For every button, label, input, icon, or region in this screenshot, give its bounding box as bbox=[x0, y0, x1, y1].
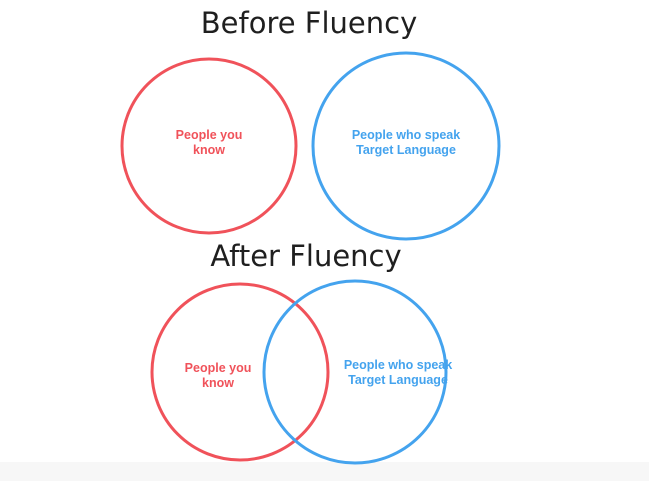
after-target-speakers-label-line1: People who speak bbox=[344, 358, 452, 372]
after-target-speakers-label-line2: Target Language bbox=[348, 373, 448, 387]
before-people-you-know-circle bbox=[120, 57, 298, 235]
before-target-speakers-label-line1: People who speak bbox=[352, 128, 460, 142]
before-people-you-know-label-line2: know bbox=[193, 143, 225, 157]
before-fluency-title: Before Fluency bbox=[201, 6, 417, 40]
after-people-you-know-circle bbox=[150, 282, 330, 462]
after-people-you-know-label-line1: People you bbox=[185, 361, 252, 375]
after-people-you-know-label-line2: know bbox=[202, 376, 234, 390]
after-fluency-title: After Fluency bbox=[210, 239, 401, 273]
bottom-band bbox=[0, 462, 649, 481]
before-target-speakers-label-line2: Target Language bbox=[356, 143, 456, 157]
before-target-speakers-circle bbox=[311, 51, 501, 241]
before-people-you-know-label-line1: People you bbox=[176, 128, 243, 142]
after-target-speakers-circle bbox=[262, 279, 448, 465]
